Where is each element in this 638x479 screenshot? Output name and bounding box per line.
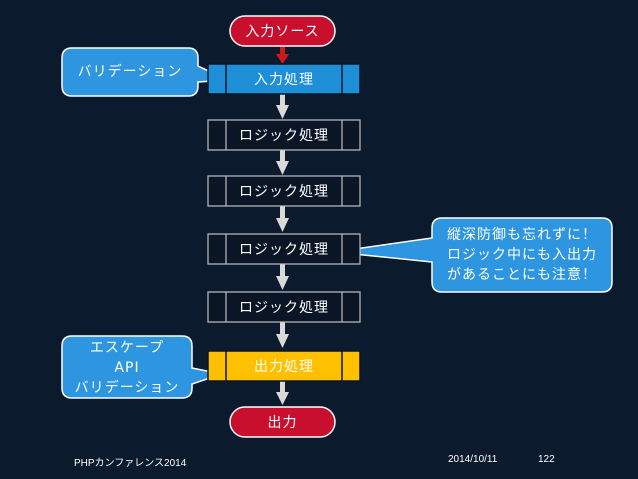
arrow-source-to-input-head [276,54,289,64]
flow-arrows [276,47,289,405]
defense-line-1: 縦深防御も忘れずに！ [447,227,597,243]
arrow-source-to-input [280,47,285,55]
arrow-logic3-to-logic4 [280,264,285,277]
escape-line-2: API [114,360,140,376]
input-process-box [207,63,361,95]
output-process-box [207,350,361,382]
escape-line-1: エスケープ [89,340,165,356]
arrow-input-to-logic1 [280,94,285,106]
logic-process-box-2 [207,175,361,207]
arrow-logic2-to-logic3-head [276,218,289,232]
arrow-output-to-end [280,381,285,393]
arrow-logic1-to-logic2 [280,150,285,162]
arrow-logic4-to-output [280,322,285,335]
arrow-logic3-to-logic4-head [276,276,289,290]
footer-date: 2014/10/11 [448,454,498,465]
logic-process-box-3 [207,233,361,265]
arrow-logic1-to-logic2-head [276,161,289,175]
footer-page-number: 122 [538,454,555,465]
escape-line-3: バリデーション [74,380,180,396]
arrow-logic4-to-output-head [276,334,289,348]
logic-process-box-1 [207,119,361,151]
validation-callout [61,47,229,97]
arrow-output-to-end-head [276,392,289,405]
arrow-input-to-logic1-head [276,105,289,119]
defense-line-3: があることにも注意！ [447,267,597,283]
validation-callout-text: バリデーション [77,64,183,80]
output-terminal [229,406,336,438]
arrow-logic2-to-logic3 [280,206,285,219]
escape-callout [61,335,225,399]
logic-process-box-4 [207,291,361,323]
defense-callout [333,217,613,293]
escape-callout-text: エスケープ API バリデーション [62,338,192,398]
defense-line-2: ロジック中にも入出力 [447,247,597,263]
input-source-terminal [229,15,336,47]
footer-event: PHPカンファレンス2014 [74,458,187,469]
defense-callout-text: 縦深防御も忘れずに！ ロジック中にも入出力 があることにも注意！ [432,225,612,285]
